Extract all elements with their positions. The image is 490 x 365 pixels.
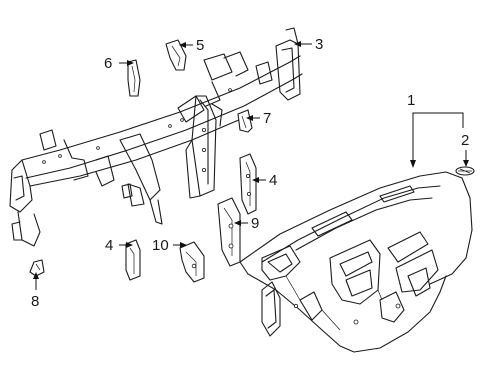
callout-1: 1 <box>407 92 415 109</box>
bracket-part-4-left <box>125 239 141 281</box>
callout-3: 3 <box>315 36 323 53</box>
clip-part-8 <box>29 259 45 277</box>
callout-labels: 1 2 3 4 4 5 6 7 8 9 10 <box>31 36 469 310</box>
callout-7: 7 <box>263 110 271 127</box>
instrument-panel-part-1 <box>239 171 473 353</box>
callout-9: 9 <box>251 215 259 232</box>
callout-10: 10 <box>152 237 169 254</box>
callout-5: 5 <box>196 37 204 54</box>
callout-6: 6 <box>104 55 112 72</box>
callout-8: 8 <box>31 293 39 310</box>
cross-car-beam <box>9 27 303 247</box>
leader-lines <box>33 41 469 290</box>
plug-part-2 <box>455 166 475 176</box>
bracket-part-10 <box>179 241 205 283</box>
callout-4-right: 4 <box>269 172 277 189</box>
bracket-part-6 <box>127 59 141 97</box>
bracket-part-9 <box>217 197 241 267</box>
bracket-part-7 <box>237 109 253 133</box>
callout-4-left: 4 <box>105 237 113 254</box>
bracket-part-5 <box>165 39 187 71</box>
bracket-part-4-right <box>239 153 257 215</box>
callout-2: 2 <box>461 132 469 149</box>
